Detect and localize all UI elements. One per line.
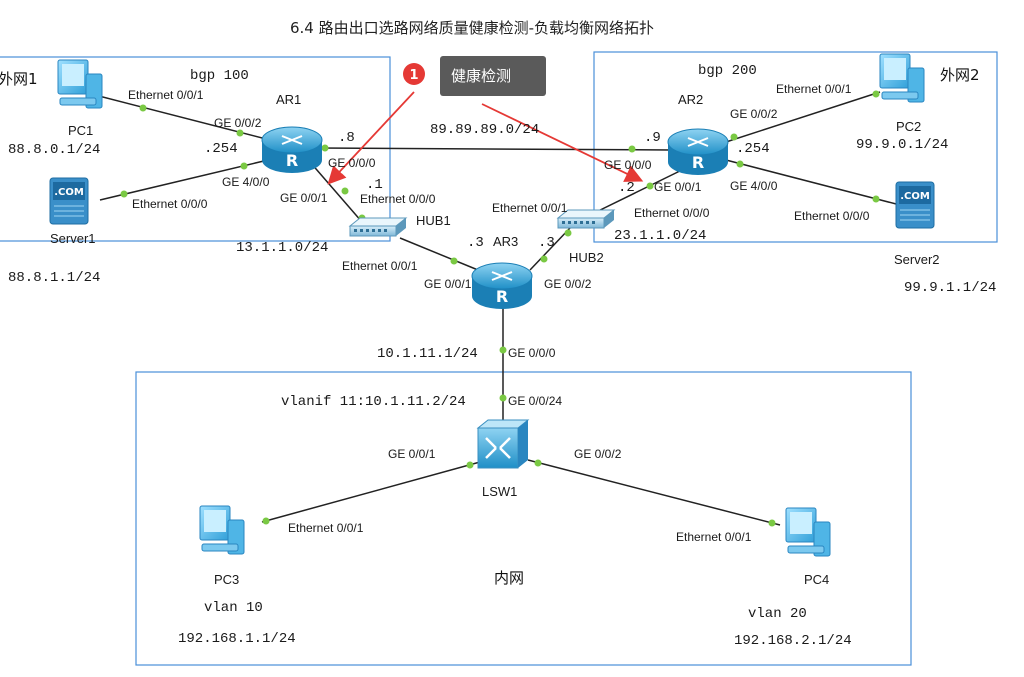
ar3-ge000-label: GE 0/0/0 [508,346,556,360]
ar3-host-3-left: .3 [467,235,484,251]
lsw-ge001-label: GE 0/0/1 [388,447,436,461]
pc2-port-label: Ethernet 0/0/1 [776,82,852,96]
ar2-ge000-label: GE 0/0/0 [604,158,652,172]
server1-port-label: Ethernet 0/0/0 [132,197,208,211]
hub2-eth000-label: Ethernet 0/0/0 [634,206,710,220]
ar3-host-3-right: .3 [538,235,555,251]
pc1-port-label: Ethernet 0/0/1 [128,88,204,102]
pc3-address: 192.168.1.1/24 [178,631,296,647]
callout-text: 健康检测 [451,67,511,85]
pc3-vlan: vlan 10 [204,600,263,616]
ar3-ge001-label: GE 0/0/1 [424,277,472,291]
link-server1-ar1 [99,159,269,201]
lsw-ge0024-label: GE 0/0/24 [508,394,562,408]
ar3-uplink-address: 10.1.11.1/24 [377,346,478,362]
hub-icon[interactable] [349,217,407,237]
pc1-address: 88.8.0.1/24 [8,142,100,158]
ar1-ge002-label: GE 0/0/2 [214,116,262,130]
zone-ext2-box [593,51,998,243]
ar1-host-1: .1 [366,177,383,193]
diagram-title: 6.4 路由出口选路网络质量健康检测-负载均衡网络拓扑 [290,19,654,37]
server-icon[interactable] [895,181,935,229]
link-lsw1-pc4 [527,459,781,526]
hub2-eth001-label: Ethernet 0/0/1 [492,201,568,215]
pc2-address: 99.9.0.1/24 [856,137,948,153]
ar2-ge001-label: GE 0/0/1 [654,180,702,194]
zone-internal-label: 内网 [494,569,524,587]
hub2-label: HUB2 [569,250,604,265]
link-hub1-ar3 [399,237,479,271]
server1-address: 88.8.1.1/24 [8,270,100,286]
zone-internal-box [135,371,912,666]
pc-icon[interactable] [879,53,925,103]
callout-badge [403,63,425,85]
callout-number: 1 [409,68,418,83]
hub1-label: HUB1 [416,213,451,228]
ar3-label: AR3 [493,234,518,249]
link-ar1-hub1 [309,161,363,223]
pc4-address: 192.168.2.1/24 [734,633,852,649]
router-icon[interactable] [667,128,729,176]
pc3-port-label: Ethernet 0/0/1 [288,521,364,535]
arrow-to-ar2 [481,103,644,182]
bgp200-label: bgp 200 [698,63,757,79]
ar1-host-8: .8 [338,130,355,146]
ar2-host-9: .9 [644,130,661,146]
zone-ext1-label: 外网1 [0,70,38,88]
lsw-vlanif-address: vlanif 11:10.1.11.2/24 [281,394,466,410]
zone-ext2-label: 外网2 [940,66,980,84]
ar3-ge002-label: GE 0/0/2 [544,277,592,291]
pc-icon[interactable] [199,505,245,555]
pc2-label: PC2 [896,119,921,134]
ar1-ge000-label: GE 0/0/0 [328,156,376,170]
pc-icon[interactable] [57,59,103,109]
lsw1-label: LSW1 [482,484,517,499]
link-ar3-hub2 [529,227,571,271]
ar2-label: AR2 [678,92,703,107]
ar2-ge400-label: GE 4/0/0 [730,179,778,193]
server2-address: 99.9.1.1/24 [904,280,996,296]
hub1-eth001-label: Ethernet 0/0/1 [342,259,418,273]
ar1-ge400-label: GE 4/0/0 [222,175,270,189]
link-hub2-ar2 [589,167,687,216]
link-ar1-ar2 [317,147,673,151]
arrow-to-ar1 [327,91,415,185]
pc1-label: PC1 [68,123,93,138]
server2-label: Server2 [894,252,940,267]
ar1-ar2-network: 89.89.89.0/24 [430,122,539,138]
server1-label: Server1 [50,231,96,246]
server-icon[interactable] [49,177,89,225]
pc4-label: PC4 [804,572,829,587]
pc3-label: PC3 [214,572,239,587]
bgp100-label: bgp 100 [190,68,249,84]
lsw-ge002-label: GE 0/0/2 [574,447,622,461]
pc4-vlan: vlan 20 [748,606,807,622]
ar1-host-254: .254 [204,141,238,157]
ar2-ge002-label: GE 0/0/2 [730,107,778,121]
router-icon[interactable] [261,126,323,174]
ar1-hub-network: 13.1.1.0/24 [236,240,328,256]
ar1-label: AR1 [276,92,301,107]
link-ar2-pc2 [725,91,881,143]
link-ar2-server2 [725,159,901,206]
link-lsw1-pc3 [261,461,481,523]
ar2-hub-network: 23.1.1.0/24 [614,228,706,244]
switch-icon[interactable] [476,418,530,470]
ar1-ge001-label: GE 0/0/1 [280,191,328,205]
router-icon[interactable] [471,262,533,310]
hub1-eth000-label: Ethernet 0/0/0 [360,192,436,206]
callout-box [440,56,546,96]
ar2-host-254: .254 [736,141,770,157]
ar2-host-2: .2 [618,180,635,196]
pc-icon[interactable] [785,507,831,557]
server2-port-label: Ethernet 0/0/0 [794,209,870,223]
pc4-port-label: Ethernet 0/0/1 [676,530,752,544]
